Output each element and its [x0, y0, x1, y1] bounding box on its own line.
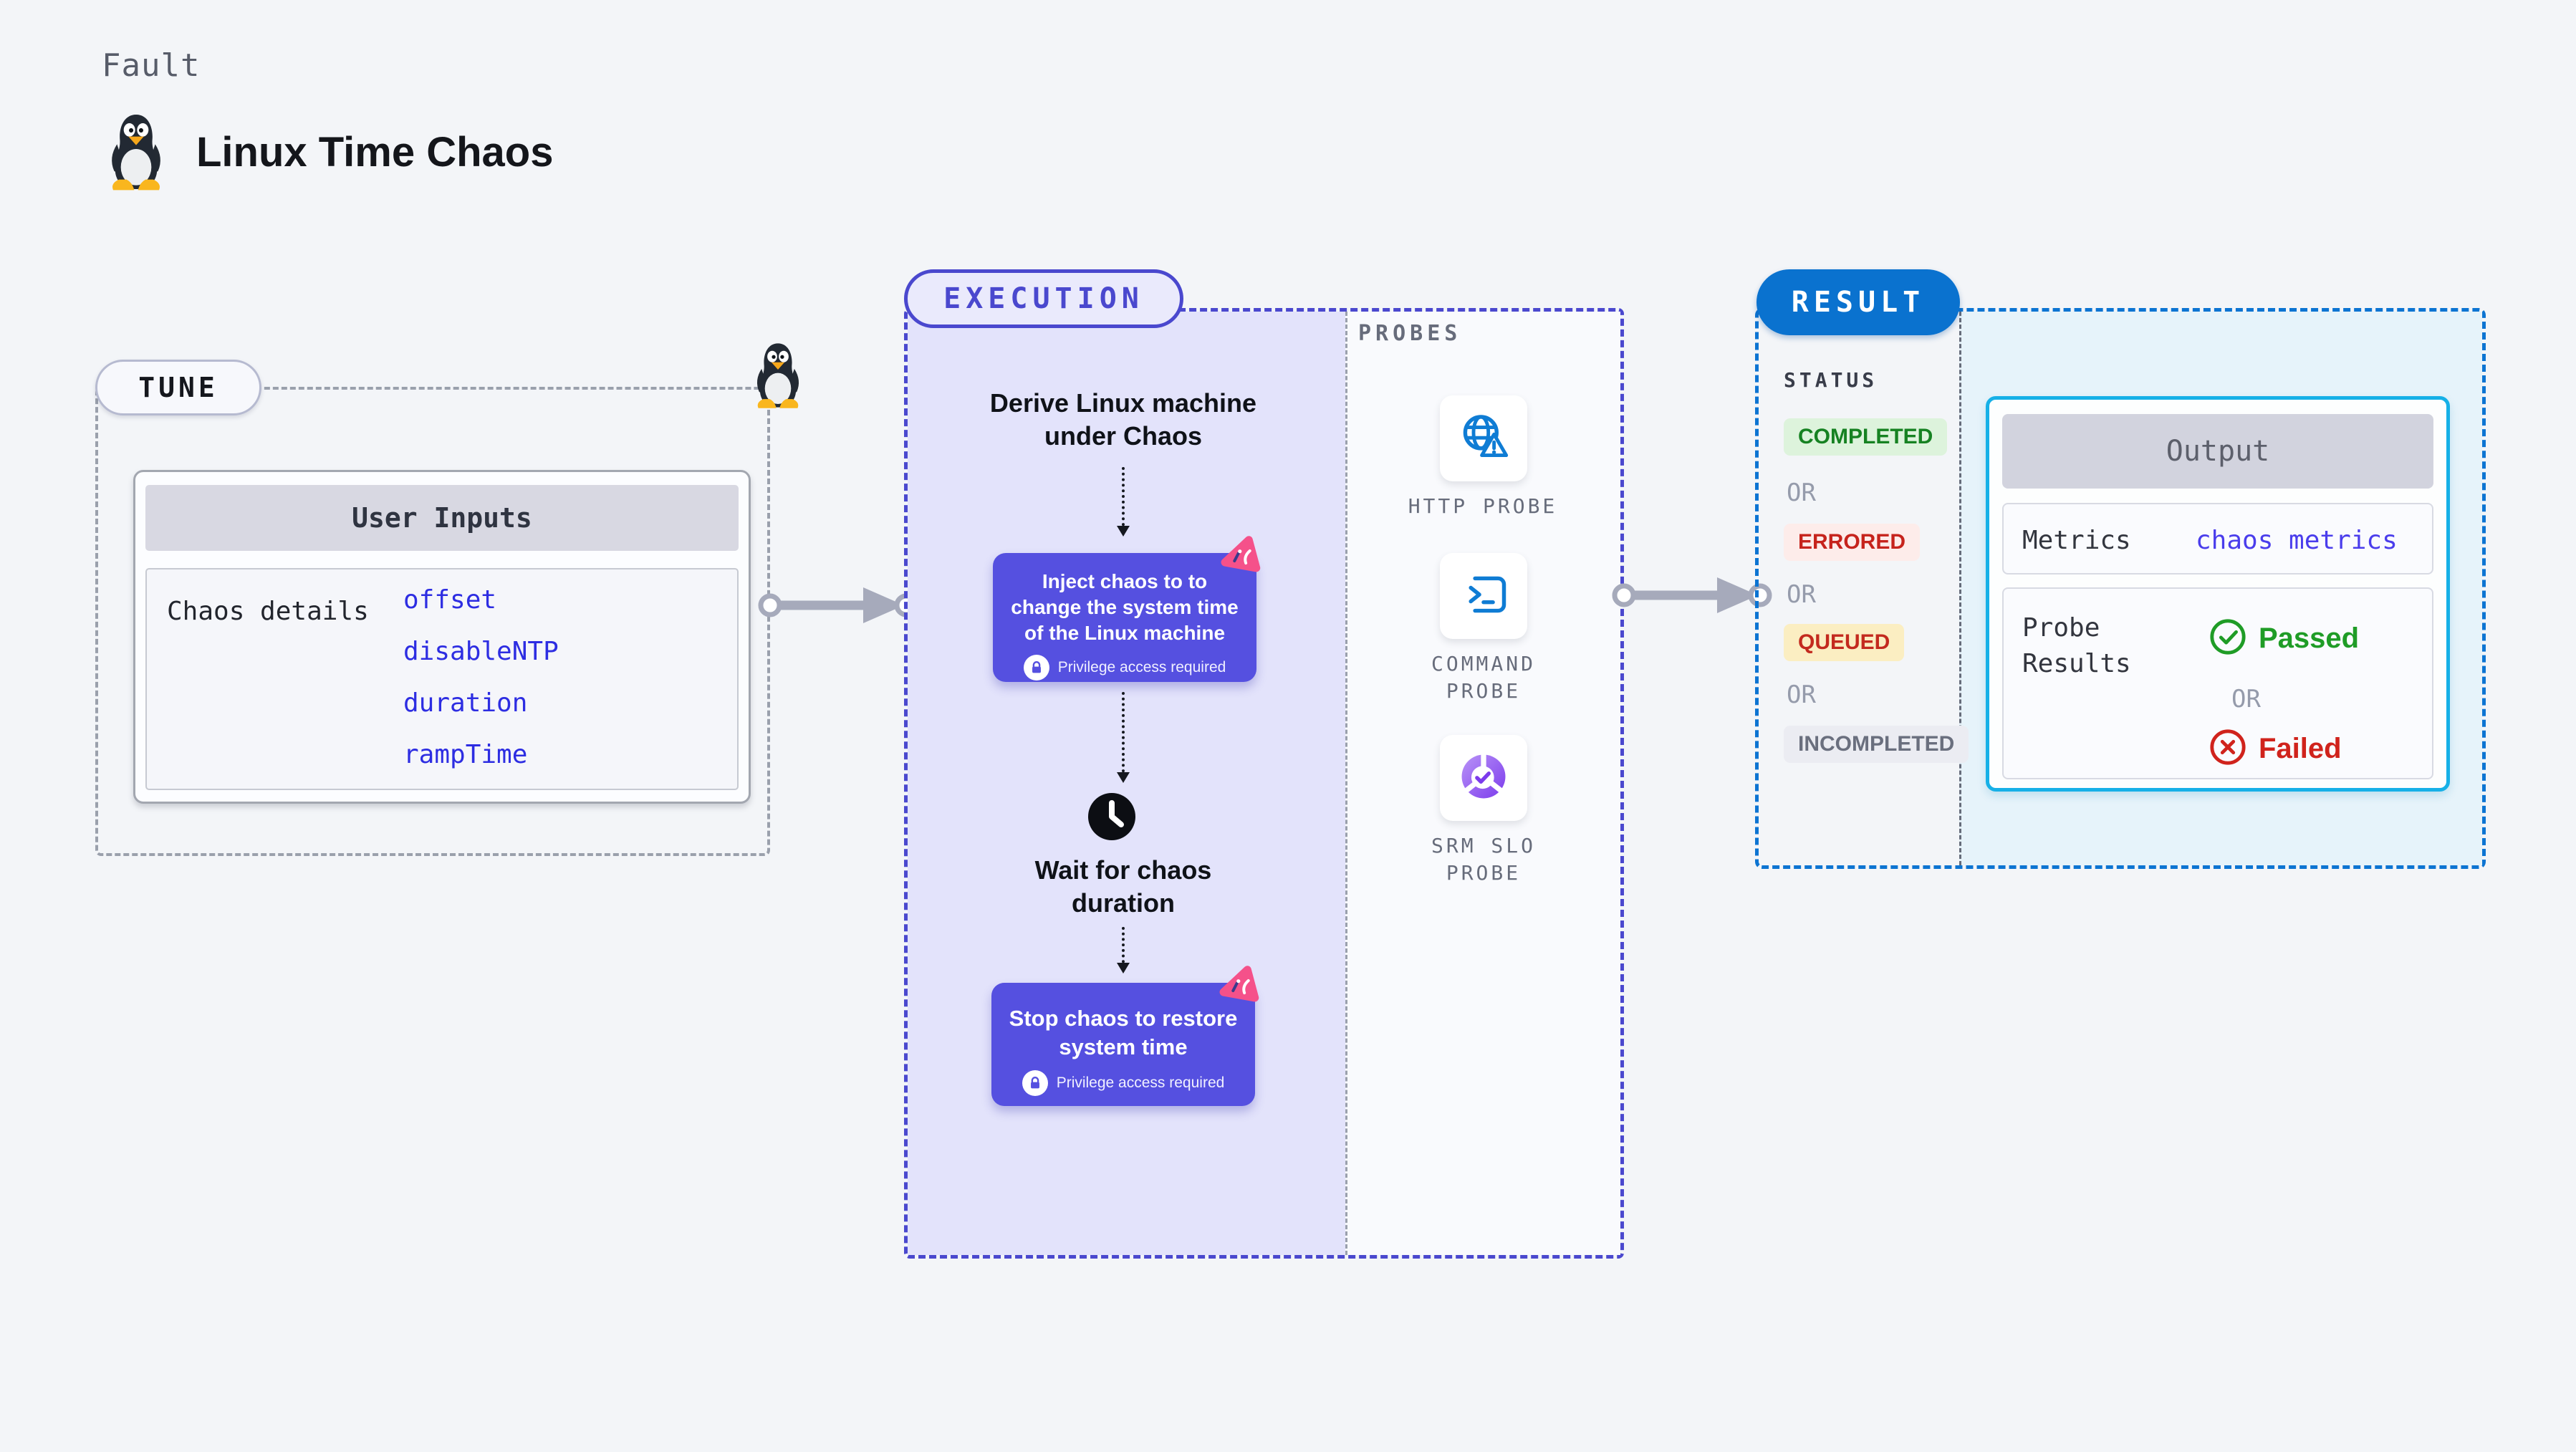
metrics-value: chaos metrics	[2196, 526, 2398, 555]
tune-value-offset: offset	[403, 585, 497, 615]
flow-arrow-down-icon	[1117, 927, 1130, 973]
tune-value-ramptime: rampTime	[403, 740, 528, 769]
derive-step-text: Derive Linux machine under Chaos	[989, 388, 1257, 451]
status-badge-errored: ERRORED	[1784, 524, 1921, 561]
output-title: Output	[2002, 414, 2433, 489]
inject-chaos-node: Inject chaos to to change the system tim…	[993, 553, 1256, 682]
x-circle-icon	[2209, 728, 2247, 770]
or-separator: OR	[1787, 681, 1816, 709]
arrow-right-icon	[1610, 572, 1774, 622]
stop-chaos-node: Stop chaos to restore system time Privil…	[991, 983, 1255, 1106]
clock-icon	[1086, 791, 1138, 846]
metrics-label: Metrics	[2022, 526, 2131, 555]
tune-value-disablentp: disableNTP	[403, 637, 559, 666]
command-probe-card	[1440, 553, 1527, 639]
status-title: STATUS	[1784, 368, 1878, 392]
status-badge-queued: QUEUED	[1784, 624, 1905, 661]
privilege-text: Privilege access required	[1057, 659, 1226, 675]
flow-arrow-down-icon	[1117, 467, 1130, 537]
tux-penguin-icon	[751, 341, 805, 413]
probes-title: PROBES	[1358, 321, 1462, 346]
tune-section	[95, 387, 770, 856]
chaos-logo-icon	[1219, 533, 1265, 582]
failed-label: Failed	[2259, 733, 2342, 764]
tux-penguin-icon	[105, 112, 168, 196]
status-badge-incompleted: INCOMPLETED	[1784, 726, 1969, 763]
or-separator: OR	[1787, 479, 1816, 507]
lock-icon	[1022, 1070, 1048, 1096]
srm-slo-probe-label: SRM SLO PROBE	[1431, 834, 1536, 885]
inject-chaos-text: Inject chaos to to change the system tim…	[1011, 570, 1239, 644]
fault-eyebrow: Fault	[102, 47, 201, 84]
chaos-details-label: Chaos details	[167, 597, 369, 626]
user-inputs-title: User Inputs	[145, 485, 739, 551]
output-card: Output Metrics chaos metrics Probe Resul…	[1986, 396, 2450, 792]
probe-results-label: Probe Results	[2022, 613, 2131, 678]
result-badge: RESULT	[1756, 269, 1960, 335]
wait-step-text: Wait for chaos duration	[1034, 855, 1212, 918]
flow-arrow-down-icon	[1117, 692, 1130, 783]
http-probe-card	[1440, 395, 1527, 481]
or-separator: OR	[2231, 685, 2261, 713]
chaos-logo-icon	[1218, 963, 1264, 1012]
page-title: Linux Time Chaos	[196, 129, 554, 176]
or-separator: OR	[1787, 580, 1816, 609]
terminal-icon	[1456, 567, 1511, 625]
arrow-right-icon	[756, 582, 921, 632]
globe-alert-icon	[1456, 409, 1512, 468]
result-divider	[1959, 312, 1961, 865]
stop-chaos-text: Stop chaos to restore system time	[1009, 1006, 1238, 1059]
slo-donut-icon	[1456, 749, 1512, 808]
srm-slo-probe-card	[1440, 735, 1527, 821]
metrics-row: Metrics chaos metrics	[2002, 503, 2433, 574]
passed-label: Passed	[2259, 622, 2360, 654]
user-inputs-card: User Inputs Chaos details offset disable…	[133, 470, 751, 804]
lock-icon	[1023, 655, 1049, 681]
command-probe-label: COMMAND PROBE	[1431, 652, 1536, 703]
check-circle-icon	[2209, 617, 2247, 660]
chaos-details-panel: Chaos details offset disableNTP duration…	[145, 568, 739, 790]
probe-results-row: Probe Results Passed OR Failed	[2002, 587, 2433, 779]
privilege-text: Privilege access required	[1056, 1074, 1225, 1091]
tune-badge: TUNE	[95, 360, 261, 415]
status-badge-completed: COMPLETED	[1784, 418, 1948, 456]
probes-divider	[1345, 312, 1347, 1255]
execution-badge: EXECUTION	[904, 269, 1183, 328]
http-probe-label: HTTP PROBE	[1408, 494, 1558, 518]
tune-value-duration: duration	[403, 688, 528, 718]
